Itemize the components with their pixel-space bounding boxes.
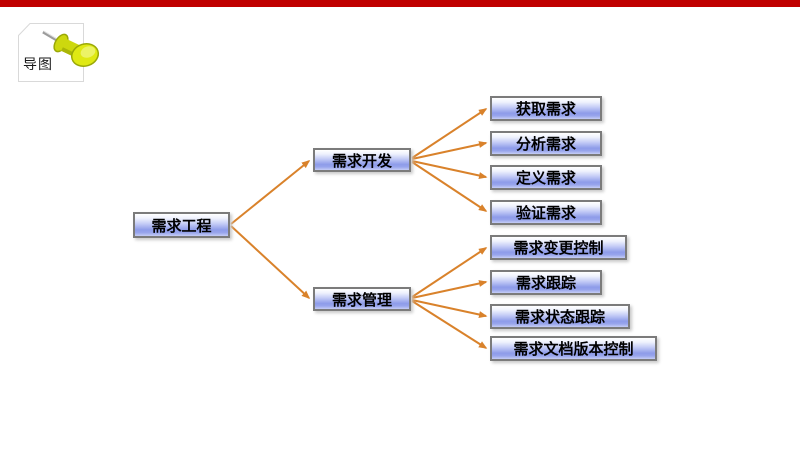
- edge-mgmt-to-mgmt-3: [411, 299, 488, 318]
- diagram-node-mgmt-4: 需求文档版本控制: [490, 336, 657, 361]
- diagram-node-mgmt-1: 需求变更控制: [490, 235, 627, 260]
- edge-dev-to-dev-1: [411, 108, 488, 159]
- diagram-node-dev: 需求开发: [313, 148, 411, 172]
- edge-root-to-dev: [230, 160, 311, 225]
- diagram-node-dev-2: 分析需求: [490, 131, 602, 156]
- edge-dev-to-dev-3: [411, 160, 488, 179]
- diagram-node-mgmt-2: 需求跟踪: [490, 270, 602, 295]
- diagram-node-mgmt: 需求管理: [313, 287, 411, 311]
- pushpin-icon: [42, 30, 100, 68]
- diagram-node-dev-4: 验证需求: [490, 200, 602, 225]
- edge-dev-to-dev-4: [411, 161, 488, 212]
- edge-dev-to-dev-2: [411, 141, 488, 160]
- edge-root-to-mgmt: [230, 225, 311, 300]
- edge-mgmt-to-mgmt-4: [411, 300, 488, 349]
- diagram-node-dev-1: 获取需求: [490, 96, 602, 121]
- diagram-node-dev-3: 定义需求: [490, 165, 602, 190]
- edges: [230, 108, 488, 349]
- top-accent-bar: [0, 0, 800, 7]
- diagram-node-mgmt-3: 需求状态跟踪: [490, 304, 630, 329]
- edge-mgmt-to-mgmt-1: [411, 247, 488, 298]
- note-label: 导图: [23, 56, 53, 72]
- edge-mgmt-to-mgmt-2: [411, 280, 488, 299]
- diagram-node-root: 需求工程: [133, 212, 230, 238]
